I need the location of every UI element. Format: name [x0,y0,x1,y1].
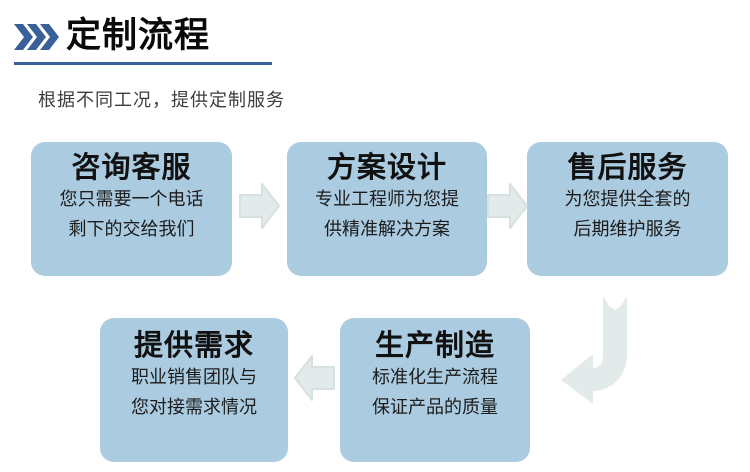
flow-step-body-line: 您只需要一个电话 [59,189,204,210]
flow-step-body: 为您提供全套的 后期维护服务 [565,185,691,244]
flow-step-title: 咨询客服 [71,152,192,184]
flow-step-body-line: 标准化生产流程 [372,367,498,388]
flow-step-body: 标准化生产流程 保证产品的质量 [372,363,498,422]
flow-step-body-line: 供精准解决方案 [324,219,450,240]
flow-step-card-5[interactable]: 生产制造 标准化生产流程 保证产品的质量 [340,318,530,462]
flow-step-card-4[interactable]: 提供需求 职业销售团队与 您对接需求情况 [100,318,288,462]
flow-step-title: 方案设计 [326,152,447,184]
page-header: 定制流程 [14,14,284,66]
flow-step-body-line: 专业工程师为您提 [315,189,459,210]
flow-step-title: 生产制造 [374,330,495,362]
triple-chevron-right-icon [14,22,60,52]
flow-step-body-line: 剩下的交给我们 [68,219,195,240]
page-title: 定制流程 [66,16,211,55]
flow-step-body-line: 职业销售团队与 [131,367,257,388]
flow-step-card-3[interactable]: 售后服务 为您提供全套的 后期维护服务 [527,142,728,276]
arrow-right-icon [484,180,530,232]
arrow-u-turn-left-icon [559,292,659,410]
flow-step-body-line: 您对接需求情况 [131,397,257,418]
flow-step-body-line: 保证产品的质量 [372,397,498,418]
title-underline-rule [14,62,272,65]
flow-step-body-line: 为您提供全套的 [564,189,691,210]
page-subtitle: 根据不同工况，提供定制服务 [38,90,285,110]
flow-step-body: 职业销售团队与 您对接需求情况 [131,363,257,422]
flow-step-card-1[interactable]: 咨询客服 您只需要一个电话 剩下的交给我们 [31,142,232,276]
arrow-left-icon [292,352,338,404]
flow-step-title: 提供需求 [133,330,254,362]
flow-step-body-line: 后期维护服务 [573,219,682,240]
flow-step-card-2[interactable]: 方案设计 专业工程师为您提 供精准解决方案 [287,142,487,276]
flow-step-title: 售后服务 [567,152,688,184]
flow-step-body: 您只需要一个电话 剩下的交给我们 [60,185,204,244]
arrow-right-icon [236,180,282,232]
flow-step-body: 专业工程师为您提 供精准解决方案 [315,185,459,244]
